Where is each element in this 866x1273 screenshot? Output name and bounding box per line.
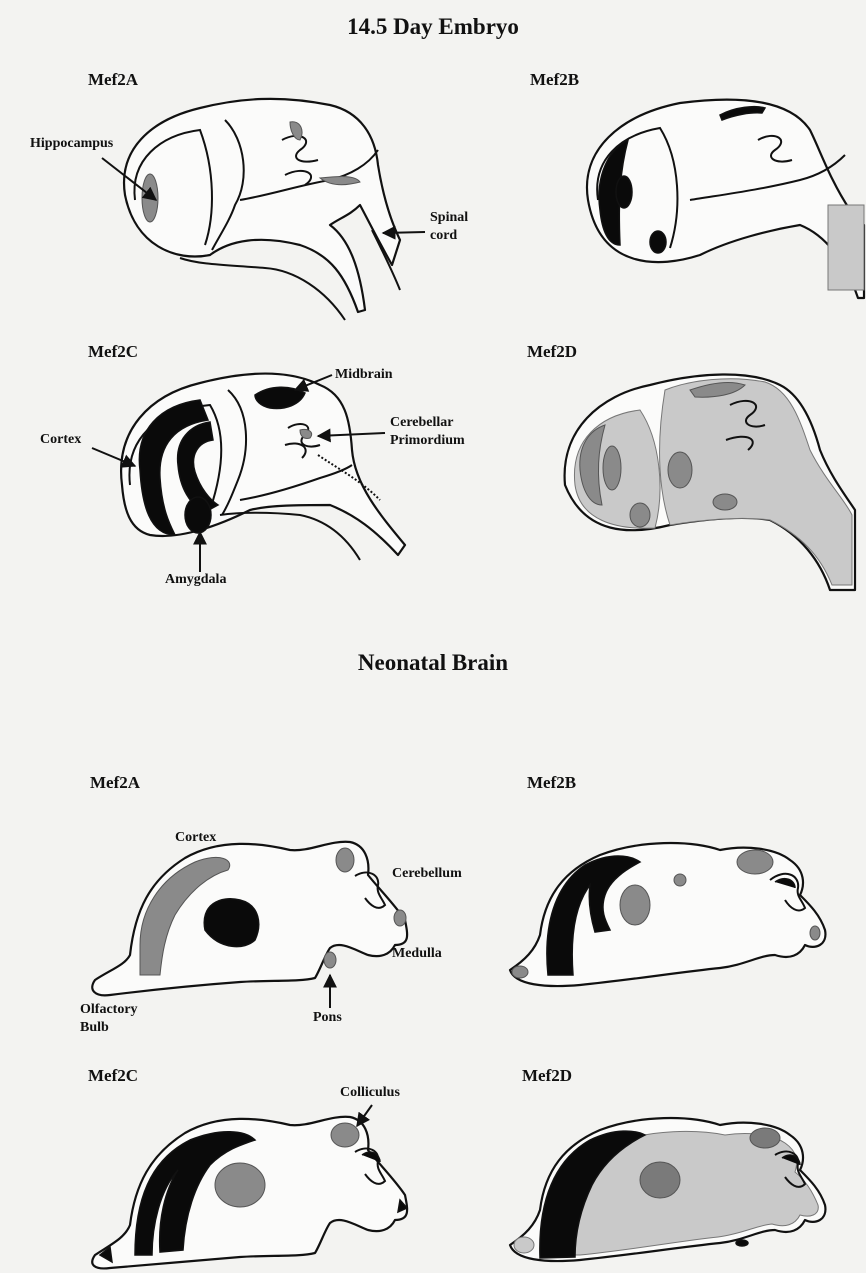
- olfactory-bulb-label-line1: Olfactory: [80, 1002, 138, 1018]
- spinal-cord-label-line2: cord: [430, 228, 457, 244]
- neonatal-label-mef2b: Mef2B: [527, 773, 576, 793]
- embryo-label-mef2d: Mef2D: [527, 342, 577, 362]
- amygdala-label: Amygdala: [165, 572, 226, 588]
- embryo-label-mef2c: Mef2C: [88, 342, 138, 362]
- neonatal-label-mef2a: Mef2A: [90, 773, 140, 793]
- cerebellar-label-line1: Cerebellar: [390, 415, 454, 431]
- midbrain-label: Midbrain: [335, 367, 393, 383]
- spinal-cord-label-line1: Spinal: [430, 210, 468, 226]
- embryo-label-mef2a: Mef2A: [88, 70, 138, 90]
- cerebellar-label-line2: Primordium: [390, 433, 465, 449]
- cortex-embryo-label: Cortex: [40, 432, 81, 448]
- pons-label: Pons: [313, 1010, 342, 1026]
- neonatal-label-mef2d: Mef2D: [522, 1066, 572, 1086]
- hippocampus-label: Hippocampus: [30, 136, 113, 152]
- embryo-mef2c-diagram: [92, 373, 405, 572]
- neonatal-label-mef2c: Mef2C: [88, 1066, 138, 1086]
- colliculus-label: Colliculus: [340, 1085, 400, 1101]
- embryo-mef2b-diagram: [587, 100, 864, 298]
- embryo-mef2a-diagram: [102, 99, 425, 320]
- neonatal-mef2c-diagram: [92, 1105, 407, 1268]
- olfactory-bulb-label-line2: Bulb: [80, 1020, 109, 1036]
- medulla-label: Medulla: [392, 946, 442, 962]
- embryo-label-mef2b: Mef2B: [530, 70, 579, 90]
- cortex-neonatal-label: Cortex: [175, 830, 216, 846]
- neonatal-mef2b-diagram: [510, 843, 825, 986]
- neonatal-mef2d-diagram: [510, 1118, 825, 1261]
- cerebellum-label: Cerebellum: [392, 866, 462, 882]
- embryo-mef2d-diagram: [565, 374, 855, 590]
- neonatal-mef2a-diagram: [92, 842, 407, 1008]
